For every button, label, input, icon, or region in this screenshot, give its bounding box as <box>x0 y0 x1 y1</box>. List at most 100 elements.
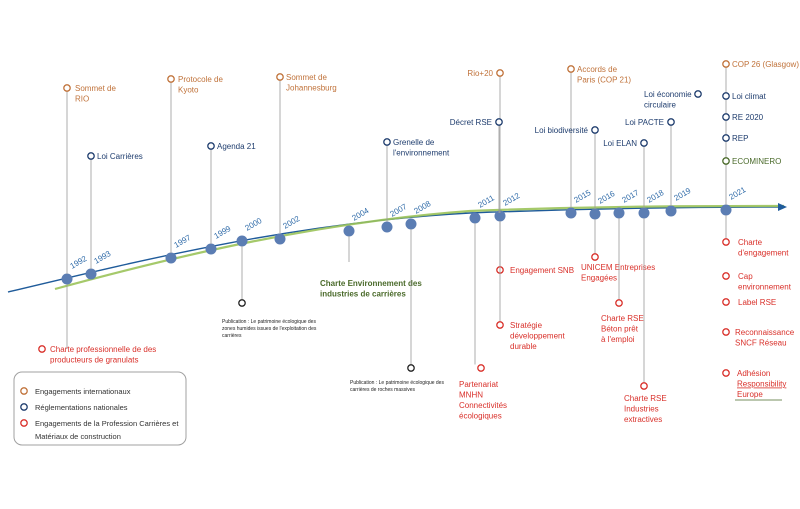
legend-label: Matériaux de construction <box>35 432 121 441</box>
year-node <box>61 273 73 285</box>
year-node <box>205 243 217 255</box>
event-label: Label RSE <box>738 298 776 307</box>
legend-label: Engagements de la Profession Carrières e… <box>35 419 179 428</box>
event-marker <box>276 73 284 81</box>
year-node <box>165 252 177 264</box>
year-label: 2019 <box>673 186 693 203</box>
event-label: MNHN <box>459 391 483 400</box>
event-marker <box>591 253 599 261</box>
event-label: zones humides issues de l'exploitation d… <box>222 326 317 332</box>
year-node <box>613 207 625 219</box>
event-label: ECOMINERO <box>732 157 781 166</box>
event-marker <box>722 113 730 121</box>
event-label: Kyoto <box>178 86 199 95</box>
event-marker <box>477 364 485 372</box>
event-label: Charte RSE <box>601 314 644 323</box>
event-label: circulaire <box>644 101 677 110</box>
event-label: Loi climat <box>732 92 767 101</box>
legend-label: Réglementations nationales <box>35 403 128 412</box>
year-node <box>565 207 577 219</box>
event-label: Charte Environnement des <box>320 279 422 288</box>
event-label: Sommet de <box>75 84 116 93</box>
event-marker <box>615 299 623 307</box>
year-node <box>405 218 417 230</box>
event-marker <box>722 298 730 306</box>
year-label: 1999 <box>213 224 233 241</box>
event-marker <box>722 157 730 165</box>
year-label: 2012 <box>502 191 522 208</box>
event-marker <box>63 84 71 92</box>
year-label: 2002 <box>282 214 302 231</box>
event-marker <box>407 364 415 372</box>
legend-marker <box>20 419 28 427</box>
event-label: Loi économie <box>644 90 692 99</box>
year-node <box>274 233 286 245</box>
event-label: Engagement SNB <box>510 266 574 275</box>
event-marker <box>238 299 246 307</box>
event-marker <box>167 75 175 83</box>
event-label: Sommet de <box>286 73 327 82</box>
event-label: Europe <box>737 390 763 399</box>
event-label: Publication : Le patrimoine écologique d… <box>350 380 444 386</box>
event-label: SNCF Réseau <box>735 339 787 348</box>
year-node <box>589 208 601 220</box>
event-label: durable <box>510 342 537 351</box>
event-marker <box>722 272 730 280</box>
event-marker <box>87 152 95 160</box>
year-label: 2015 <box>573 188 593 205</box>
event-label: Publication : Le patrimoine écologique d… <box>222 319 316 325</box>
year-node <box>236 235 248 247</box>
event-label: Stratégie <box>510 321 543 330</box>
year-node <box>85 268 97 280</box>
event-label: Partenariat <box>459 380 499 389</box>
event-marker <box>38 345 46 353</box>
event-marker <box>722 134 730 142</box>
event-label: Connectivités <box>459 401 507 410</box>
event-marker <box>667 118 675 126</box>
event-label: Adhésion <box>737 369 770 378</box>
year-node <box>343 225 355 237</box>
year-node <box>469 212 481 224</box>
event-label: RE 2020 <box>732 113 764 122</box>
legend-marker <box>20 387 28 395</box>
year-node <box>720 204 732 216</box>
year-node <box>665 205 677 217</box>
event-marker <box>383 138 391 146</box>
event-label: Loi PACTE <box>625 118 664 127</box>
event-label: d'engagement <box>738 249 789 258</box>
event-label: REP <box>732 134 748 143</box>
event-label: Rio+20 <box>467 69 493 78</box>
event-label: Engagées <box>581 274 617 283</box>
event-label: COP 26 (Glasgow) <box>732 60 799 69</box>
event-label: Loi Carrières <box>97 152 143 161</box>
event-marker <box>722 328 730 336</box>
event-marker <box>640 139 648 147</box>
event-label: Accords de <box>577 65 618 74</box>
event-marker <box>207 142 215 150</box>
year-label: 2017 <box>621 188 641 205</box>
event-label: Paris (COP 21) <box>577 76 631 85</box>
event-marker <box>722 60 730 68</box>
year-label: 2008 <box>413 199 433 216</box>
year-label: 1997 <box>173 233 193 250</box>
legend-marker <box>20 403 28 411</box>
event-label: extractives <box>624 415 662 424</box>
timeline-curve-green <box>54 204 785 291</box>
event-label: Charte professionnelle de des <box>50 345 156 354</box>
year-label: 1992 <box>69 254 89 271</box>
event-marker <box>495 118 503 126</box>
event-label: RIO <box>75 95 89 104</box>
year-label: 2018 <box>646 188 666 205</box>
event-label: carrières de roches massives <box>350 387 416 393</box>
timeline-arrow-head <box>778 203 787 211</box>
event-marker <box>496 69 504 77</box>
event-label: Reconnaissance <box>735 328 795 337</box>
event-label: Agenda 21 <box>217 142 256 151</box>
event-label: Protocole de <box>178 75 223 84</box>
event-label: Industries <box>624 405 659 414</box>
event-label: Responsibility <box>737 380 786 389</box>
year-label: 2000 <box>244 216 264 233</box>
year-label: 2004 <box>351 206 371 223</box>
